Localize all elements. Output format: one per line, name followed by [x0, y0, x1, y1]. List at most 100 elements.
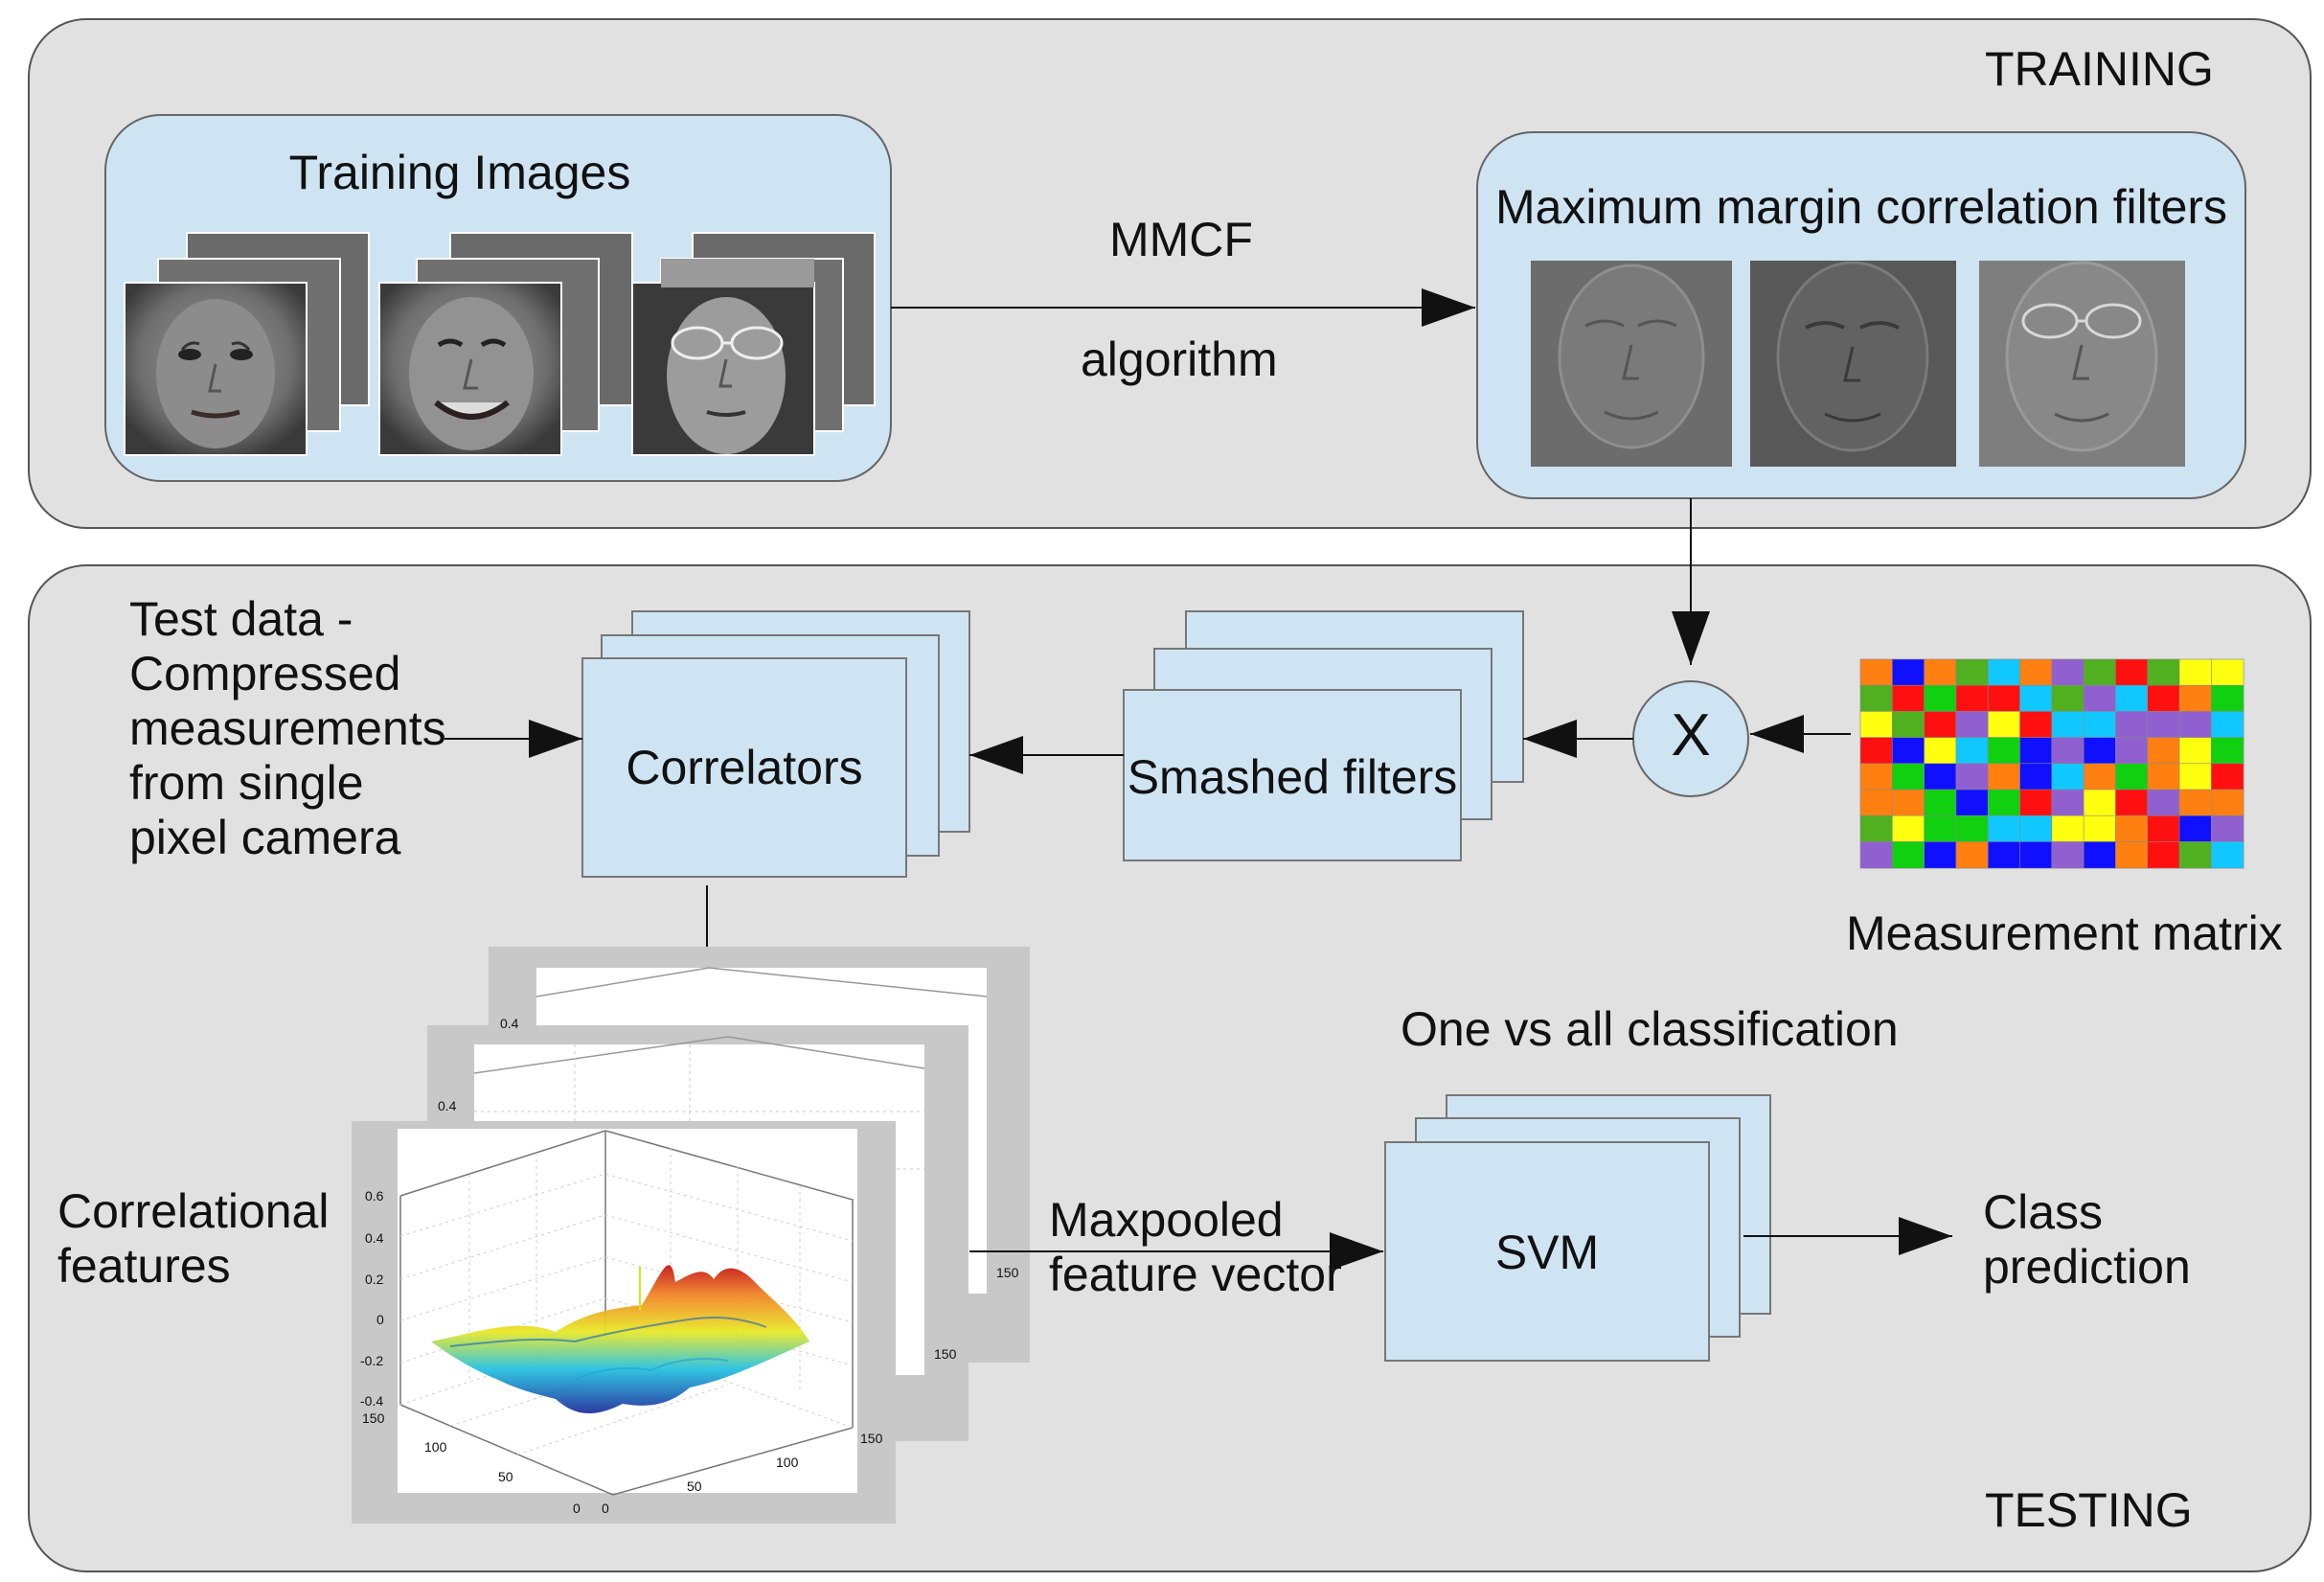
matrix-cell: [2115, 814, 2149, 843]
grayscale-face-photo-icon: [631, 232, 876, 456]
matrix-cell: [2051, 841, 2085, 869]
matrix-cell: [2083, 684, 2117, 713]
matrix-cell: [2147, 658, 2180, 687]
back-x-tick-label: 150: [996, 1265, 1019, 1280]
correlation-filter-template-icon: [1979, 261, 2185, 467]
y-tick-label: 50: [498, 1469, 513, 1484]
matrix-cell: [2211, 684, 2244, 713]
x-tick-label: 0: [602, 1501, 609, 1516]
matrix-cell: [1924, 814, 1957, 843]
matrix-cell: [2115, 737, 2149, 765]
matrix-cell: [1955, 684, 1990, 713]
matrix-cell: [2211, 737, 2244, 765]
matrix-cell: [2178, 789, 2213, 817]
correlators-box: [581, 657, 907, 878]
matrix-cell: [1987, 763, 2021, 791]
smashed-filters-label: Smashed filters: [1127, 750, 1458, 804]
3d-surface-correlation-plot-icon: [352, 1121, 896, 1524]
matrix-cell: [2019, 789, 2053, 817]
correlation-filter-template-icon: [1531, 261, 1732, 467]
matrix-cell: [2147, 841, 2180, 869]
y-tick-label: 150: [362, 1410, 385, 1426]
training-images-title: Training Images: [288, 146, 631, 199]
matrix-cell: [2178, 814, 2213, 843]
matrix-cell: [2178, 658, 2213, 687]
matrix-cell: [2019, 763, 2053, 791]
matrix-cell: [2019, 841, 2053, 869]
matrix-cell: [2211, 814, 2244, 843]
matrix-cell: [2083, 763, 2117, 791]
correlators-label: Correlators: [626, 741, 863, 794]
matrix-cell: [2019, 814, 2053, 843]
matrix-cell: [1955, 841, 1990, 869]
matrix-cell: [1955, 711, 1990, 739]
matrix-cell: [1892, 711, 1925, 739]
matrix-cell: [2178, 737, 2213, 765]
x-tick-label: 50: [687, 1479, 702, 1494]
z-tick-label: 0: [376, 1312, 384, 1327]
z-tick-label: -0.4: [360, 1393, 384, 1409]
matrix-cell: [2083, 841, 2117, 869]
matrix-cell: [1924, 737, 1957, 765]
y-tick-label: 0: [573, 1501, 581, 1516]
matrix-cell: [2083, 658, 2117, 687]
matrix-cell: [2019, 684, 2053, 713]
matrix-cell: [1859, 684, 1894, 713]
matrix-cell: [2051, 789, 2085, 817]
matrix-cell: [1955, 658, 1990, 687]
matrix-cell: [1859, 841, 1894, 869]
matrix-cell: [2211, 711, 2244, 739]
z-tick-label: 0.6: [365, 1188, 384, 1204]
matrix-cell: [2115, 789, 2149, 817]
matrix-cell: [1892, 684, 1925, 713]
matrix-cell: [2083, 814, 2117, 843]
matrix-cell: [2178, 684, 2213, 713]
matrix-cell: [1892, 814, 1925, 843]
svm-box: [1384, 1141, 1710, 1362]
matrix-cell: [2051, 658, 2085, 687]
matrix-cell: [1924, 684, 1957, 713]
matrix-cell: [1859, 711, 1894, 739]
matrix-cell: [2051, 711, 2085, 739]
matrix-cell: [2115, 684, 2149, 713]
matrix-cell: [2083, 711, 2117, 739]
svm-label: SVM: [1494, 1226, 1600, 1279]
matrix-cell: [1955, 789, 1990, 817]
matrix-cell: [1955, 814, 1990, 843]
testing-section-label: TESTING: [1985, 1483, 2193, 1537]
x-tick-label: 150: [860, 1431, 883, 1446]
matrix-cell: [1892, 841, 1925, 869]
matrix-cell: [1955, 763, 1990, 791]
maxpooled-label: Maxpooled feature vector: [1049, 1193, 1342, 1301]
matrix-cell: [1987, 658, 2021, 687]
grayscale-face-photo-icon: [378, 232, 633, 456]
matrix-cell: [2178, 711, 2213, 739]
multiply-label: X: [1671, 702, 1711, 768]
matrix-cell: [2083, 789, 2117, 817]
x-tick-label: 100: [776, 1455, 799, 1470]
matrix-cell: [1987, 789, 2021, 817]
test-data-label: Test data - Compressed measurements from…: [129, 592, 446, 864]
matrix-cell: [2211, 789, 2244, 817]
matrix-cell: [2019, 711, 2053, 739]
class-prediction-label: Class prediction: [1983, 1185, 2191, 1294]
matrix-cell: [2147, 711, 2180, 739]
back-x-tick-label: 150: [934, 1346, 957, 1362]
matrix-cell: [1987, 814, 2021, 843]
filters-box-title: Maximum margin correlation filters: [1494, 180, 2228, 234]
matrix-cell: [2115, 711, 2149, 739]
matrix-cell: [2178, 763, 2213, 791]
matrix-cell: [1859, 763, 1894, 791]
matrix-cell: [1924, 711, 1957, 739]
matrix-cell: [1924, 789, 1957, 817]
back-z-tick-label: 0.4: [500, 1016, 519, 1031]
matrix-cell: [1892, 658, 1925, 687]
matrix-cell: [1987, 684, 2021, 713]
matrix-cell: [2211, 763, 2244, 791]
algorithm-label: algorithm: [1081, 332, 1278, 386]
matrix-cell: [1892, 789, 1925, 817]
matrix-cell: [1955, 737, 1990, 765]
back-z-tick-label: 0.4: [438, 1098, 457, 1113]
matrix-cell: [1924, 841, 1957, 869]
